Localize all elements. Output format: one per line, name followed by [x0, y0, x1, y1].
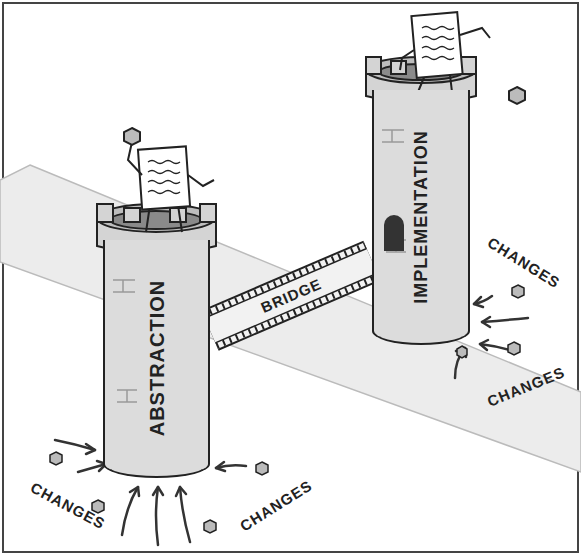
- bridge: [203, 245, 378, 346]
- tower: IMPLEMENTATION: [372, 90, 470, 345]
- tower-label: ABSTRACTION: [145, 280, 168, 437]
- bridge-deck: [210, 261, 372, 331]
- change-label: CHANGES: [485, 363, 567, 409]
- bridge-edge: [205, 248, 367, 318]
- river: [0, 165, 581, 472]
- tower-door: [384, 215, 404, 251]
- bridge-outline: [210, 261, 372, 331]
- change-label: CHANGES: [237, 476, 316, 534]
- change-label: CHANGES: [485, 233, 564, 291]
- brick-lines: [382, 130, 406, 252]
- tower: ABSTRACTION: [103, 240, 210, 478]
- change-label: CHANGES: [28, 478, 108, 532]
- bridge-label: BRIDGE: [256, 274, 327, 317]
- bridge-edge: [215, 273, 377, 343]
- tower-label: IMPLEMENTATION: [411, 130, 432, 303]
- brick-lines: [113, 280, 137, 402]
- document-figure: [124, 128, 214, 232]
